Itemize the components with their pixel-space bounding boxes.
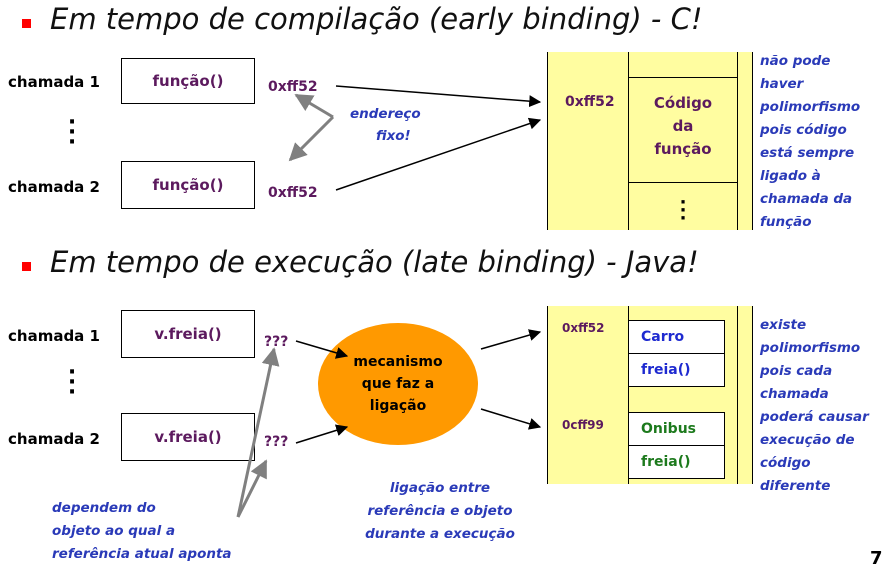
side-note-1-line: função <box>760 214 812 230</box>
call2-method-box: v.freia() <box>121 413 255 461</box>
memory-object-column-2 <box>628 306 738 484</box>
call1-label-2: chamada 1 <box>8 327 100 345</box>
code-box <box>628 77 738 183</box>
side-note-1-line: polimorfismo <box>760 99 861 115</box>
code-line1: Código <box>653 94 713 112</box>
call1-function-text: função() <box>152 72 224 90</box>
arrow-addr1-to-memory <box>335 85 542 108</box>
vertical-ellipsis-icon: ··· <box>67 360 77 405</box>
side-note-2: existe polimorfismo pois cada chamada po… <box>760 314 869 498</box>
side-note-2-line: chamada <box>760 386 829 402</box>
object-onibus-class: Onibus <box>628 412 725 446</box>
side-note-2-line: pois cada <box>760 363 833 379</box>
section1-heading: Em tempo de compilação (early binding) -… <box>50 2 703 36</box>
fixed-address-note-line1: endereço <box>350 106 421 122</box>
side-note-2-line: código <box>760 455 811 471</box>
arrow-fixed-to-addr1 <box>294 93 334 119</box>
binding-note-line: ligação entre <box>389 480 491 496</box>
call1-function-box: função() <box>121 58 255 104</box>
depend-note-line: objeto ao qual a <box>52 523 176 539</box>
object-onibus-method: freia() <box>628 445 725 479</box>
vertical-ellipsis-icon: ··· <box>67 110 77 155</box>
call1-label: chamada 1 <box>8 73 100 91</box>
function-code-label: Código da função <box>628 92 738 161</box>
arrow-mechanism-to-obj1 <box>480 329 542 350</box>
side-note-1-line: ligado à <box>760 168 821 184</box>
page-number: 7 <box>870 548 883 569</box>
side-note-1-line: não pode <box>760 53 831 69</box>
object-carro-method-text: freia() <box>641 362 691 378</box>
memory-address-2b: 0cff99 <box>562 418 604 432</box>
call2-label-2: chamada 2 <box>8 430 100 448</box>
fixed-address-note-line2: fixo! <box>375 128 411 144</box>
mechanism-line3: ligação <box>369 398 427 414</box>
object-carro-class: Carro <box>628 320 725 354</box>
memory-address-2a: 0xff52 <box>562 321 605 335</box>
memory-address-1: 0xff52 <box>565 94 615 110</box>
mechanism-line1: mecanismo <box>353 354 443 370</box>
side-note-1-line: pois código <box>760 122 847 138</box>
binding-note-line: referência e objeto <box>367 503 513 519</box>
arrow-unknown2-to-mechanism <box>295 424 349 444</box>
code-line2: da <box>672 117 694 135</box>
side-note-1-line: chamada da <box>760 191 853 207</box>
object-onibus-method-text: freia() <box>641 454 691 470</box>
side-note-2-line: diferente <box>760 478 831 494</box>
depend-note-line: referência atual aponta <box>52 546 232 562</box>
code-line3: função <box>654 140 712 158</box>
arrow-depend-to-unknown2 <box>236 459 268 518</box>
side-note-2-line: polimorfismo <box>760 340 861 356</box>
call1-address: 0xff52 <box>268 79 318 95</box>
binding-note-line: durante a execução <box>365 526 515 542</box>
object-carro-method: freia() <box>628 353 725 387</box>
call2-label: chamada 2 <box>8 178 100 196</box>
depend-note-line: dependem do <box>52 500 156 516</box>
bullet-icon <box>22 262 31 271</box>
call2-method-text: v.freia() <box>154 428 222 446</box>
side-note-2-line: existe <box>760 317 807 333</box>
bullet-icon <box>22 19 31 28</box>
call1-method-text: v.freia() <box>154 325 222 343</box>
unknown-address-1: ??? <box>264 334 289 350</box>
side-note-1-line: está sempre <box>760 145 855 161</box>
side-note-2-line: execução de <box>760 432 855 448</box>
call2-function-text: função() <box>152 176 224 194</box>
mechanism-line2: que faz a <box>361 376 435 392</box>
fixed-address-note: endereço fixo! <box>350 103 421 147</box>
memory-ellipsis-icon: ··· <box>679 192 687 229</box>
object-carro-class-text: Carro <box>641 329 685 345</box>
section2-heading: Em tempo de execução (late binding) - Ja… <box>50 245 699 279</box>
object-onibus-class-text: Onibus <box>641 421 696 437</box>
side-note-2-line: poderá causar <box>760 409 869 425</box>
call1-method-box: v.freia() <box>121 310 255 358</box>
side-note-1: não pode haver polimorfismo pois código … <box>760 50 860 234</box>
binding-note: ligação entre referência e objeto durant… <box>340 477 540 546</box>
call2-address: 0xff52 <box>268 185 318 201</box>
arrow-mechanism-to-obj2 <box>480 408 542 430</box>
arrow-fixed-to-addr2 <box>288 115 335 162</box>
depend-note: dependem do objeto ao qual a referência … <box>52 497 232 566</box>
call2-function-box: função() <box>121 161 255 209</box>
unknown-address-2: ??? <box>264 434 289 450</box>
binding-mechanism: mecanismo que faz a ligação <box>318 323 478 445</box>
side-note-1-line: haver <box>760 76 804 92</box>
